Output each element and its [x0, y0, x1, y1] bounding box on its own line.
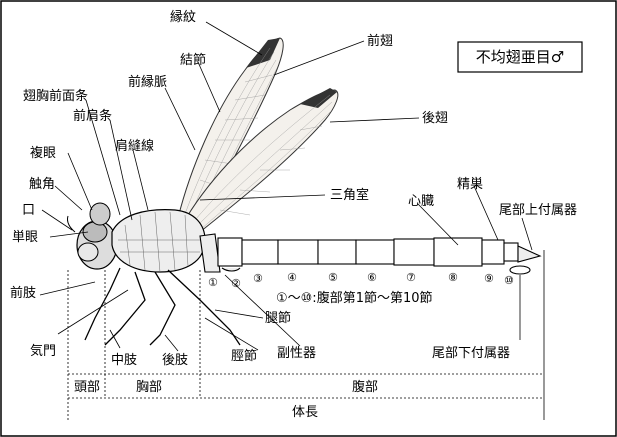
diagram-title: 不均翅亜目♂	[476, 48, 564, 66]
segment-3: ③	[253, 272, 263, 285]
segment-9: ⑨	[484, 272, 494, 285]
head	[67, 202, 118, 270]
label-kenhousen: 肩縫線	[115, 138, 154, 154]
abdomen	[199, 233, 542, 275]
label-seisou: 精巣	[457, 177, 483, 192]
label-fukuseiki: 副性器	[277, 346, 316, 361]
segment-2: ②	[231, 277, 241, 290]
label-zenshi: 前翅	[367, 33, 393, 49]
label-koushi-leg: 後肢	[162, 352, 188, 368]
label-engan: 縁紋	[170, 9, 196, 25]
label-koushi: 後翅	[422, 110, 448, 126]
label-fukugan: 複眼	[30, 145, 56, 161]
measure-lines	[67, 250, 545, 420]
label-bijouhuzokuki: 尾部上付属器	[499, 203, 577, 218]
thorax	[111, 209, 206, 273]
label-sankakushitsu: 三角室	[330, 187, 369, 203]
label-taisetsu: 腿節	[265, 311, 291, 326]
label-shikyozenmenjo: 翅胸前面条	[23, 88, 88, 104]
label-kyoubu: 胸部	[136, 380, 162, 395]
label-shokkaku: 触角	[29, 177, 55, 192]
segment-4: ④	[287, 271, 297, 284]
label-bikahuzokuki: 尾部下付属器	[432, 346, 510, 361]
labels: 縁紋 前翅 結節 前縁脈 翅胸前面条 前肩条 肩縫線 後翅 複眼 触角 口 単眼…	[10, 9, 577, 368]
segment-5: ⑤	[328, 271, 338, 284]
segment-10: ⑩	[504, 274, 514, 287]
label-taichou: 体長	[292, 405, 318, 420]
label-zenshi-leg: 前肢	[10, 285, 36, 301]
segment-8: ⑧	[448, 271, 458, 284]
label-zenkenjo: 前肩条	[73, 108, 112, 124]
label-kessetsu: 結節	[180, 53, 206, 68]
segment-numbers: ① ② ③ ④ ⑤ ⑥ ⑦ ⑧ ⑨ ⑩	[208, 271, 514, 290]
label-keisetsu: 脛節	[231, 349, 257, 364]
segment-7: ⑦	[406, 271, 416, 284]
label-kuchi: 口	[22, 203, 35, 218]
segment-1: ①	[208, 276, 218, 289]
label-zenenmyaku: 前縁脈	[128, 74, 167, 90]
label-toubu: 頭部	[74, 380, 100, 395]
label-chushi: 中肢	[111, 352, 137, 368]
segment-6: ⑥	[367, 271, 377, 284]
label-tangan: 単眼	[12, 229, 38, 245]
segment-note: ①～⑩:腹部第1節～第10節	[276, 290, 433, 306]
label-fukubu: 腹部	[352, 379, 378, 395]
leader-lines	[39, 21, 533, 352]
hindwing	[181, 88, 339, 233]
title-box	[457, 41, 583, 73]
legs	[84, 267, 241, 346]
label-kimon: 気門	[30, 343, 56, 359]
label-shinzou: 心臓	[408, 194, 434, 209]
